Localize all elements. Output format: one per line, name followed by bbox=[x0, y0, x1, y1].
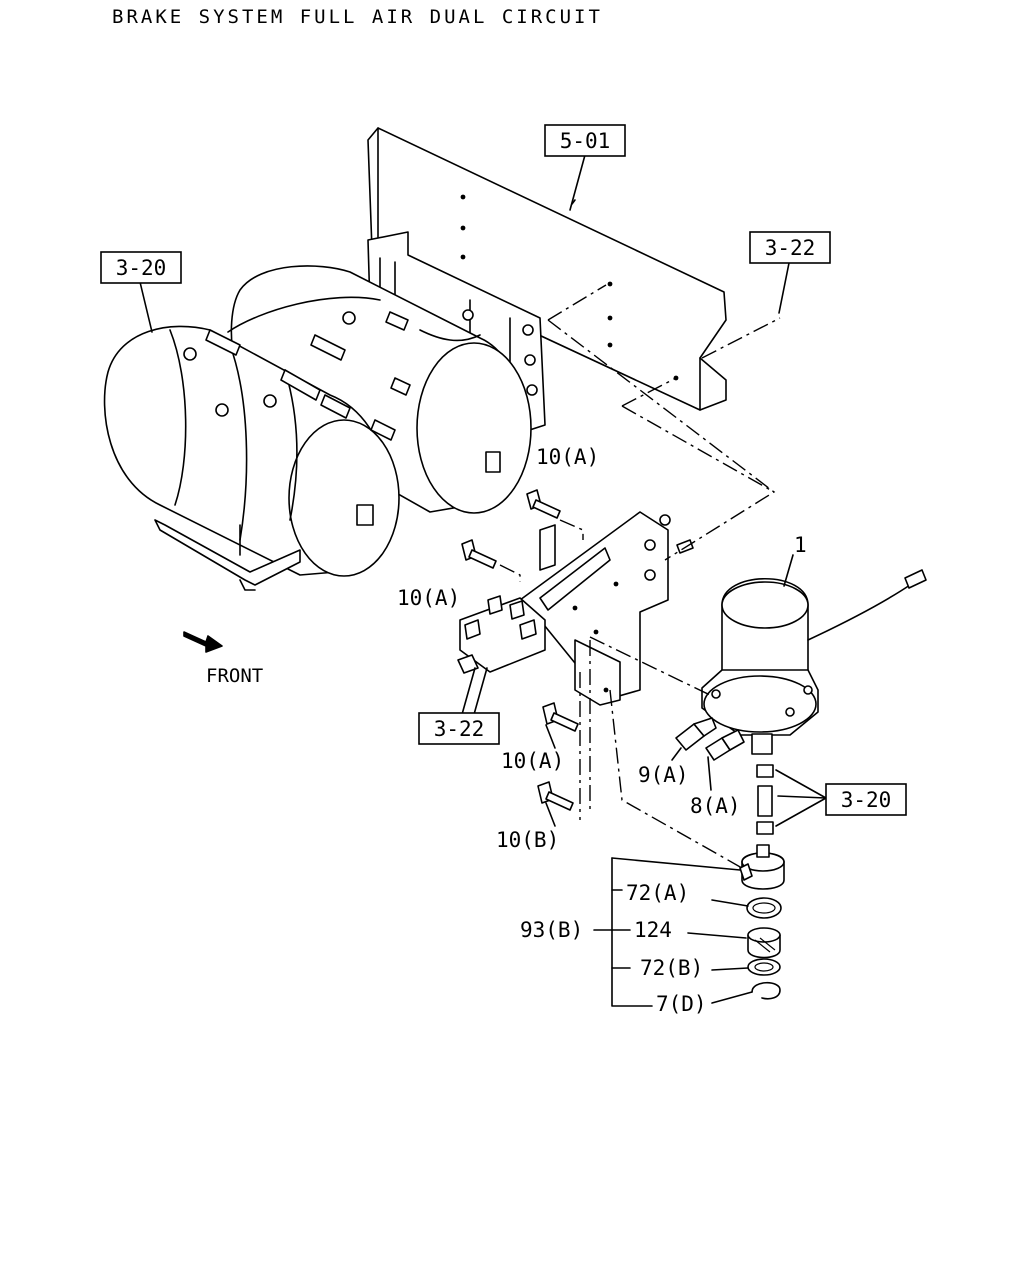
callout-9a: 9(A) bbox=[638, 763, 689, 787]
fitting-8a bbox=[705, 729, 745, 761]
callout-93b: 93(B) bbox=[520, 918, 583, 942]
callout-72b: 72(B) bbox=[640, 956, 703, 980]
fitting-9a bbox=[675, 717, 717, 751]
callout-8a: 8(A) bbox=[690, 794, 741, 818]
bolt-frame bbox=[676, 539, 694, 554]
callout-124: 124 bbox=[634, 918, 672, 942]
ref-3-20-left-text: 3-20 bbox=[116, 256, 167, 280]
ref-3-20-right-text: 3-20 bbox=[841, 788, 892, 812]
seal-ring-72b bbox=[747, 958, 781, 976]
callout-10b: 10(B) bbox=[496, 828, 559, 852]
dryer-connectors bbox=[756, 764, 774, 835]
tank-fittings bbox=[183, 296, 481, 441]
air-dryer bbox=[701, 569, 927, 755]
callout-1: 1 bbox=[794, 533, 807, 557]
callout-72a: 72(A) bbox=[626, 881, 689, 905]
ref-box-5-01[interactable]: 5-01 bbox=[544, 124, 626, 157]
callout-7d: 7(D) bbox=[656, 992, 707, 1016]
bolt-10a-left bbox=[461, 539, 497, 569]
bolt-10a-mid bbox=[542, 702, 579, 732]
seal-ring-72a bbox=[746, 897, 782, 919]
ref-box-3-20-right[interactable]: 3-20 bbox=[825, 783, 907, 816]
ref-box-3-20-left[interactable]: 3-20 bbox=[100, 251, 182, 284]
protection-valve bbox=[457, 595, 546, 674]
ref-box-3-22-bottom[interactable]: 3-22 bbox=[418, 712, 500, 745]
tank-cradle bbox=[154, 519, 301, 591]
valve-mounting-bracket bbox=[519, 511, 671, 706]
ref-5-01-text: 5-01 bbox=[560, 129, 611, 153]
ref-3-22-bottom-text: 3-22 bbox=[434, 717, 485, 741]
ref-3-22-top-text: 3-22 bbox=[765, 236, 816, 260]
air-tank-rear bbox=[230, 265, 532, 514]
bolt-10b bbox=[537, 781, 574, 811]
diagram-title: BRAKE SYSTEM FULL AIR DUAL CIRCUIT bbox=[112, 6, 603, 28]
callout-10a-left: 10(A) bbox=[397, 586, 460, 610]
air-tank-front bbox=[103, 325, 400, 577]
front-arrow-icon bbox=[183, 631, 223, 653]
filter-124 bbox=[747, 927, 781, 959]
callout-10a-mid: 10(A) bbox=[501, 749, 564, 773]
callout-10a-top: 10(A) bbox=[536, 445, 599, 469]
ref-box-3-22-top[interactable]: 3-22 bbox=[749, 231, 831, 264]
leader-lines bbox=[139, 154, 827, 1007]
bolt-10a-top bbox=[526, 489, 561, 519]
front-label: FRONT bbox=[206, 665, 263, 687]
snap-ring-7d bbox=[751, 981, 781, 1000]
cartridge-housing bbox=[739, 844, 785, 890]
